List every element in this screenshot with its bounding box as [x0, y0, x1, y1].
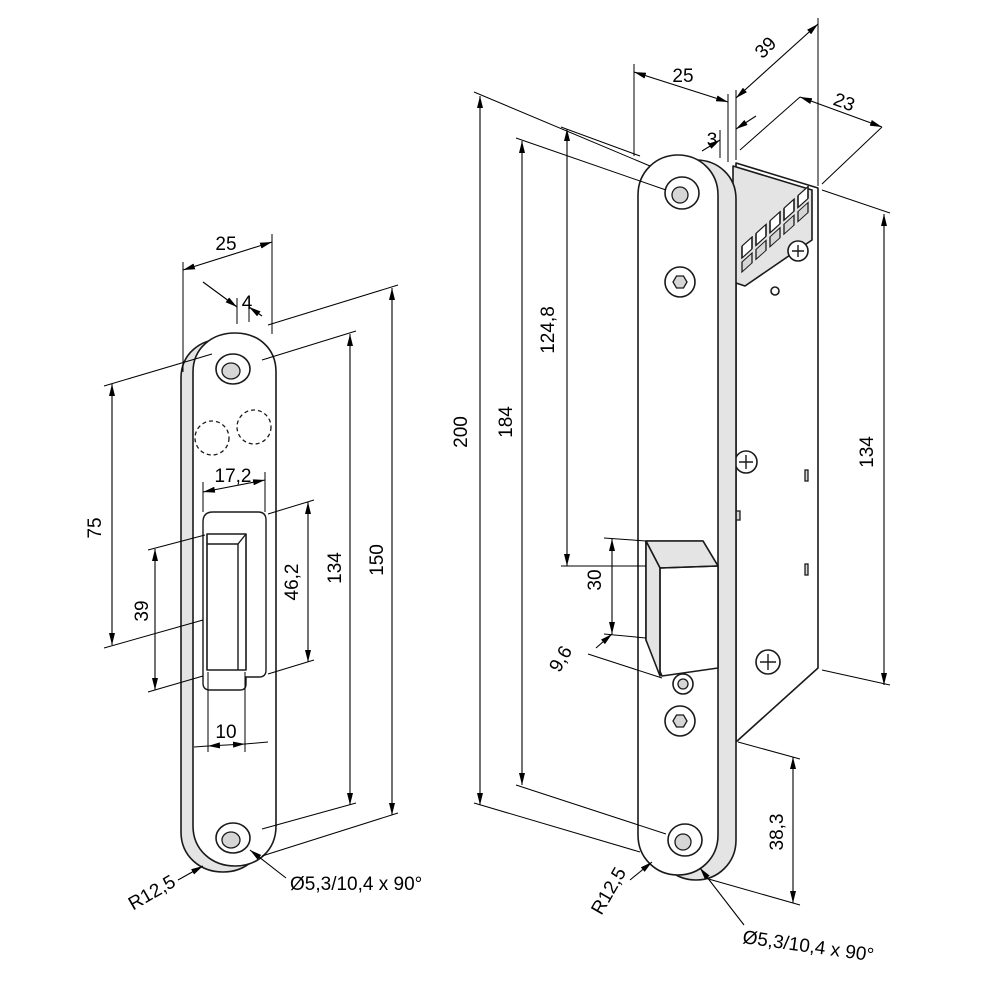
dim-top-to-latch: 124,8 [538, 126, 646, 567]
dim-lock-hole-spacing-label: 184 [496, 406, 517, 438]
dim-strike-hole-spec-label: Ø5,3/10,4 x 90° [290, 874, 422, 895]
dim-recess-height-label: 46,2 [282, 564, 303, 601]
faceplate-hole-small [672, 673, 694, 695]
dim-latch-offset-label: 9,6 [546, 643, 577, 676]
faceplate-face [637, 154, 719, 876]
strike-opening [206, 533, 247, 671]
dim-overall-depth-label: 39 [751, 33, 781, 63]
strike-plate [180, 332, 277, 873]
dim-faceplate-thickness-label: 3 [707, 130, 718, 151]
mortise-lock [637, 154, 819, 881]
dim-faceplate-thickness: 3 [701, 115, 757, 158]
dim-lock-hole-spec: Ø5,3/10,4 x 90° [699, 867, 875, 966]
dim-case-depth: 23 [739, 89, 883, 185]
dim-faceplate-length-label: 200 [451, 416, 472, 448]
dim-top-to-latch-label: 124,8 [538, 306, 559, 354]
dim-faceplate-width-label: 25 [672, 66, 693, 87]
dim-overall-depth: 39 [735, 18, 819, 186]
dim-slot-width: 10 [193, 672, 269, 752]
dim-lock-radius-label: R12,5 [587, 864, 631, 918]
faceplate-hex-screw-top [664, 266, 696, 298]
dim-hole-to-opening-label: 75 [85, 517, 106, 538]
case-slot-upper [804, 469, 809, 482]
dim-lock-radius: R12,5 [587, 861, 653, 918]
dim-opening-width-label: 17,2 [215, 466, 252, 487]
optional-hole-left [194, 420, 230, 456]
mounting-hole-top [215, 353, 251, 385]
dim-strike-edge-offset: 4 [202, 281, 263, 324]
dim-latch-height: 30 [585, 537, 647, 639]
dim-strike-width: 25 [182, 234, 273, 372]
dim-case-height: 134 [821, 189, 891, 686]
dim-faceplate-width: 25 [633, 64, 729, 162]
dim-latch-height-label: 30 [585, 569, 606, 590]
faceplate-hex-screw-bottom [664, 705, 696, 737]
case-pin-hole [770, 286, 780, 296]
case-screw-top [787, 240, 809, 262]
dim-strike-radius: R12,5 [125, 865, 204, 915]
latch-bolt [645, 540, 719, 677]
dim-strike-length: 150 [261, 284, 399, 857]
dim-lock-hole-spec-label: Ø5,3/10,4 x 90° [741, 927, 875, 966]
dim-strike-hole-spacing-label: 134 [325, 552, 346, 584]
dim-slot-width-label: 10 [215, 722, 236, 743]
strike-recess [202, 511, 267, 691]
dim-case-height-label: 134 [857, 436, 878, 468]
case-screw-bottom [755, 649, 781, 675]
mounting-hole-bottom [215, 822, 251, 854]
case-screw-middle [734, 450, 758, 474]
faceplate-hole-bottom [667, 823, 703, 857]
faceplate-hole-top [664, 176, 700, 210]
dim-recess-height: 46,2 [267, 499, 315, 675]
dim-strike-hole-spacing: 134 [261, 330, 357, 830]
dim-strike-hole-spec: Ø5,3/10,4 x 90° [249, 849, 422, 895]
dim-opening-height: 39 [132, 534, 206, 693]
dim-strike-edge-offset-label: 4 [242, 293, 253, 314]
optional-hole-right [236, 409, 272, 445]
case-slot-lower [804, 563, 809, 576]
dim-case-bottom-offset-label: 38,3 [767, 814, 788, 851]
dim-strike-radius-label: R12,5 [125, 871, 179, 915]
dim-opening-height-label: 39 [132, 600, 153, 621]
dim-opening-width: 17,2 [202, 466, 266, 512]
dim-case-bottom-offset: 38,3 [704, 741, 801, 906]
dim-strike-width-label: 25 [215, 234, 236, 255]
dim-case-depth-label: 23 [830, 89, 857, 116]
terminal-block [732, 165, 813, 287]
dim-strike-length-label: 150 [367, 544, 388, 576]
dim-faceplate-length: 200 [451, 91, 651, 853]
dim-lock-hole-spacing: 184 [496, 137, 667, 835]
